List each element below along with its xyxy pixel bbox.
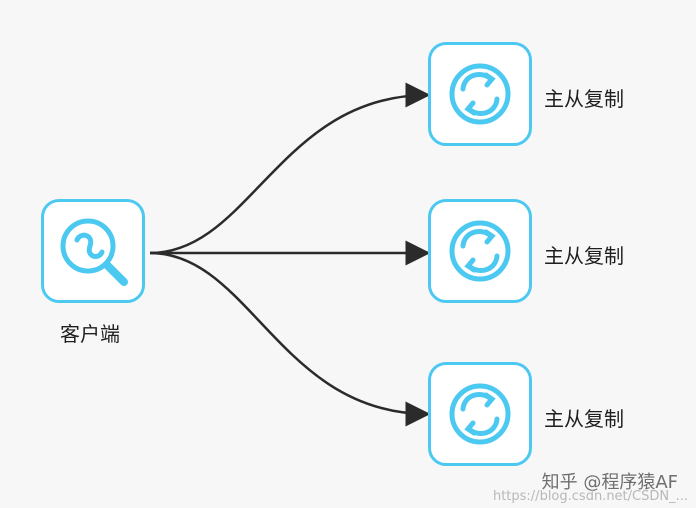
replica-node-2[interactable]	[428, 199, 532, 303]
client-node[interactable]	[41, 199, 145, 303]
sync-icon	[449, 220, 511, 282]
sync-icon	[449, 383, 511, 445]
replica-node-3[interactable]	[428, 362, 532, 466]
watermark-text: 知乎 @程序猿AF	[541, 472, 678, 493]
replica-node-1[interactable]	[428, 42, 532, 146]
replica-label-2: 主从复制	[544, 244, 624, 268]
replica-label-3: 主从复制	[544, 407, 624, 431]
edge-client-to-replica-3	[149, 251, 431, 427]
sync-icon	[449, 63, 511, 125]
edge-client-to-replica-1	[149, 82, 431, 255]
watermark-url: https://blog.csdn.net/CSDN_...	[492, 489, 688, 504]
replica-label-1: 主从复制	[544, 87, 624, 111]
search-icon	[60, 218, 128, 286]
client-label: 客户端	[60, 322, 120, 346]
